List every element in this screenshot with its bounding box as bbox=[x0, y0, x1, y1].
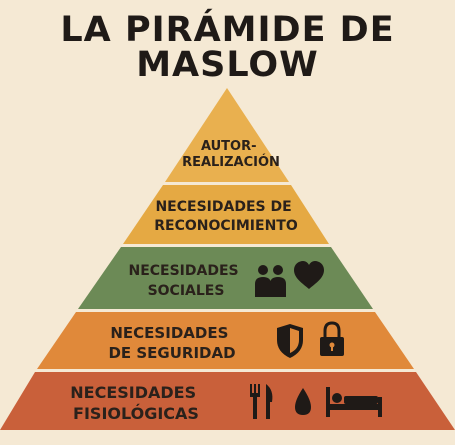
level-seguridad-band bbox=[37, 312, 414, 369]
page-title-line-2: MASLOW bbox=[136, 45, 319, 85]
level-sociales: NECESIDADES SOCIALES bbox=[78, 247, 373, 309]
water-drop-icon bbox=[295, 388, 311, 415]
level-reconocimiento-band bbox=[123, 185, 329, 244]
level-autorrealizacion-label: AUTOR- REALIZACIÓN bbox=[182, 139, 280, 170]
page-title-line-1: LA PIRÁMIDE DE bbox=[60, 10, 395, 50]
level-reconocimiento: NECESIDADES DE RECONOCIMIENTO bbox=[123, 185, 329, 244]
heart-icon bbox=[294, 261, 324, 289]
level-autorrealizacion-band bbox=[165, 88, 289, 182]
level-fisiologicas-band bbox=[0, 372, 455, 430]
shield-icon bbox=[277, 324, 303, 358]
level-reconocimiento-label: NECESIDADES DE RECONOCIMIENTO bbox=[154, 199, 298, 234]
fork-knife-icon bbox=[250, 384, 273, 419]
level-seguridad: NECESIDADES DE SEGURIDAD bbox=[37, 312, 414, 369]
lock-icon bbox=[320, 321, 344, 356]
level-fisiologicas-label: NECESIDADES FISIOLÓGICAS bbox=[70, 383, 201, 423]
level-seguridad-label: NECESIDADES DE SEGURIDAD bbox=[108, 324, 235, 362]
level-fisiologicas: NECESIDADES FISIOLÓGICAS bbox=[0, 372, 455, 430]
level-sociales-label: NECESIDADES SOCIALES bbox=[128, 263, 243, 299]
people-icon bbox=[255, 265, 286, 297]
level-autorrealizacion: AUTOR- REALIZACIÓN bbox=[165, 88, 289, 182]
bed-icon bbox=[326, 387, 382, 417]
